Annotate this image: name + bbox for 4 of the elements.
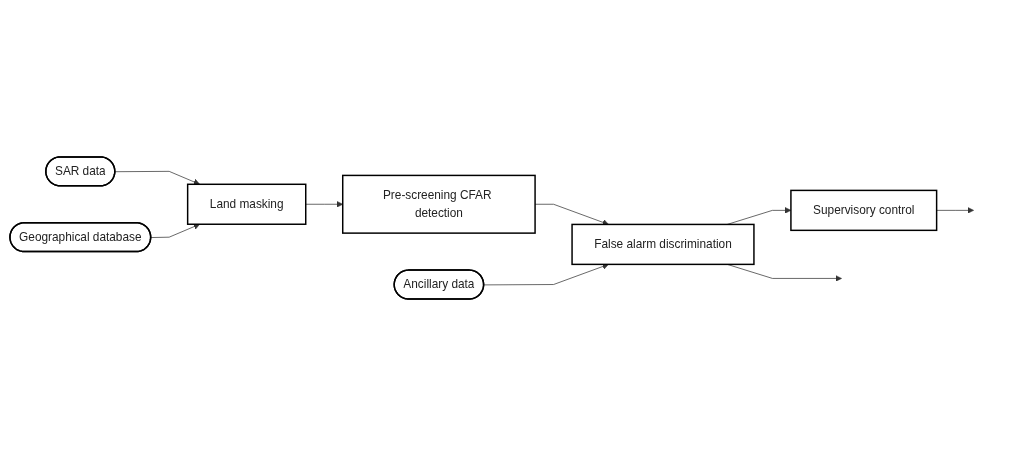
node-box: Supervisory control [790, 189, 938, 231]
node-box: False alarm discrimination [571, 223, 755, 265]
node-box: Pre-screening CFAR detection [342, 174, 536, 234]
node-box: Land masking [186, 183, 307, 225]
